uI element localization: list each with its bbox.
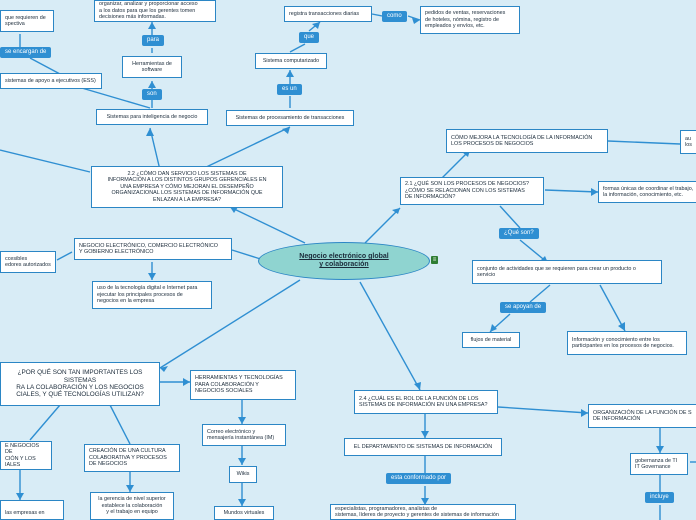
connector-que[interactable]: que [299, 32, 320, 43]
connector-se-encargan-de[interactable]: se encargan de [0, 47, 52, 58]
node-question-2-1[interactable]: 2.1 ¿QUÉ SON LOS PROCESOS DE NEGOCIOS? ¿… [400, 177, 544, 205]
node-mundos-virtuales[interactable]: Mundos virtuales [214, 506, 274, 520]
node-wikis[interactable]: Wikis [229, 466, 257, 483]
node-registra[interactable]: registra transacciones diarias [284, 6, 372, 22]
node-flujos-material[interactable]: flujos de material [462, 332, 520, 348]
node-porque-importantes[interactable]: ¿POR QUÉ SON TAN IMPORTANTES LOS SISTEMA… [0, 362, 160, 406]
node-correo-electronico[interactable]: Correo electrónico y mensajería instantá… [202, 424, 286, 446]
node-departamento-sistemas[interactable]: EL DEPARTAMENTO DE SISTEMAS DE INFORMACI… [344, 438, 502, 456]
node-ess[interactable]: sistemas de apoyo a ejecutivos (ESS) [0, 73, 102, 89]
connector-para[interactable]: para [142, 35, 165, 46]
node-requieren[interactable]: que requieren de spectiva [0, 10, 54, 32]
connector-como[interactable]: como [382, 11, 407, 22]
connector-incluye[interactable]: incluye [645, 492, 674, 503]
node-pedidos[interactable]: pedidos de ventas, reservaciones de hote… [420, 6, 520, 34]
node-cultura-colaborativa[interactable]: CREACIÓN DE UNA CULTURA COLABORATIVA Y P… [84, 444, 180, 472]
node-empresas-en[interactable]: las empresas en [0, 500, 64, 520]
node-question-2-4[interactable]: 2.4 ¿CUÁL ES EL ROL DE LA FUNCIÓN DE LOS… [354, 390, 498, 414]
node-uso-tecnologia[interactable]: uso de la tecnología digital e Internet … [92, 281, 212, 309]
node-question-2-2[interactable]: 2.2 ¿CÓMO DAN SERVICIO LOS SISTEMAS DE I… [91, 166, 283, 208]
node-formas[interactable]: formas únicas de coordinar el trabajo, l… [598, 181, 696, 203]
node-bi[interactable]: Sistemas para inteligencia de negocio [96, 109, 208, 125]
node-tps[interactable]: Sistemas de procesamiento de transaccion… [226, 110, 354, 126]
connector-se-apoyan-de[interactable]: se apoyan de [500, 302, 547, 313]
connector-son[interactable]: son [142, 89, 162, 100]
central-topic-line1: Negocio electrónico global [299, 253, 389, 260]
node-negocios-de[interactable]: E NEGOCIOS DE CIÓN Y LOS IALES [0, 441, 52, 470]
connector-es-un[interactable]: es un [277, 84, 302, 95]
node-especialistas[interactable]: especialistas, programadores, analistas … [330, 504, 516, 520]
node-herramientas-colaboracion[interactable]: HERRAMIENTAS Y TECNOLOGÍAS PARA COLABORA… [190, 370, 296, 400]
connector-esta-conformado-por[interactable]: esta conformado por [386, 473, 452, 484]
node-organizacion-funcion[interactable]: ORGANIZACIÓN DE LA FUNCIÓN DE S DE INFOR… [588, 404, 696, 428]
node-informacion-conocimiento[interactable]: Información y conocimiento entre los par… [567, 331, 687, 355]
node-mejora-tecnologia[interactable]: CÓMO MEJORA LA TECNOLOGÍA DE LA INFORMAC… [446, 129, 608, 153]
node-gerencia-superior[interactable]: la gerencia de nivel superior establece … [90, 492, 174, 520]
connector-que-son[interactable]: ¿Qué son? [499, 228, 539, 239]
node-negocio-electronico[interactable]: NEGOCIO ELECTRÓNICO, COMERCIO ELECTRÓNIC… [74, 238, 232, 260]
node-herramientas-software[interactable]: Herramientas de software [122, 56, 182, 78]
central-topic[interactable]: Negocio electrónico global y colaboració… [258, 242, 430, 280]
node-conjunto-actividades[interactable]: conjunto de actividades que se requieren… [472, 260, 662, 284]
node-gobernanza-ti[interactable]: gobernanza de TI IT Governance [630, 453, 688, 475]
notes-icon[interactable]: ≡ [431, 256, 438, 264]
central-topic-line2: y colaboración [319, 261, 369, 268]
node-au[interactable]: au los [680, 130, 696, 154]
node-accesibles[interactable]: ccesibles edores autorizados [0, 251, 56, 273]
node-organizar[interactable]: organizar, analizar y proporcionar acces… [94, 0, 216, 22]
node-sistema-computarizado[interactable]: Sistema computarizado [255, 53, 327, 69]
